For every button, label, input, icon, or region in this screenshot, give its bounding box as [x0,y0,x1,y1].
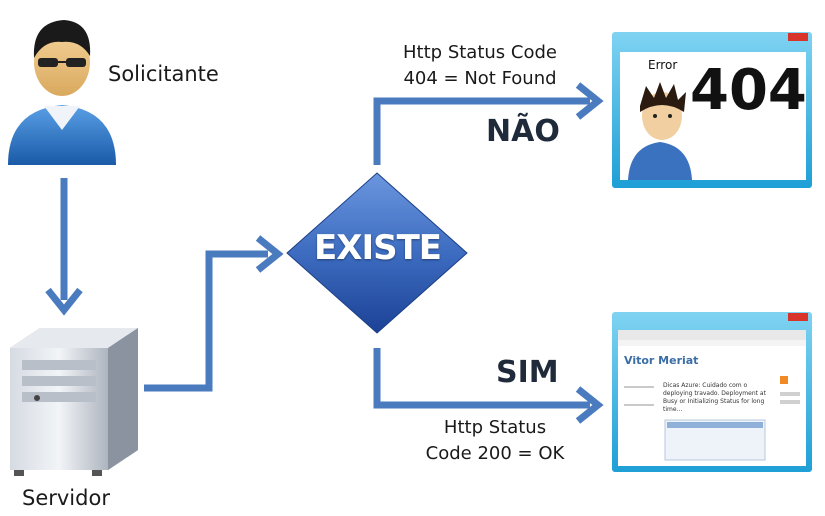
arrow-server-to-decision [144,235,284,392]
branch-yes-label: SIM [496,355,559,390]
arrow-decision-yes [373,348,604,424]
branch-no-label: NÃO [486,114,560,149]
arrow-requester-to-server [45,178,83,316]
user-icon [8,20,116,165]
blog-screen-title: Vitor Meriat [624,354,699,367]
status-404-line1: Http Status Code [403,42,557,63]
error-window-icon [612,32,812,188]
decision-diamond [286,172,468,334]
error-screen-word: Error [648,58,678,72]
blog-screen-post: Dicas Azure: Cuidado com o deploying tra… [663,382,766,413]
status-200-line2: Code 200 = OK [425,443,565,464]
status-404-line2: 404 = Not Found [403,68,557,89]
server-label: Servidor [22,486,110,510]
decision-label: EXISTE [314,228,442,268]
requester-label: Solicitante [108,62,219,86]
error-screen-code: 404 [690,58,807,123]
browser-window-icon [612,312,812,472]
status-404-label: Http Status Code 404 = Not Found [380,40,580,92]
arrow-decision-no [373,82,604,165]
server-icon [10,328,138,476]
status-200-label: Http Status Code 200 = OK [410,415,580,467]
status-200-line1: Http Status [443,417,547,438]
